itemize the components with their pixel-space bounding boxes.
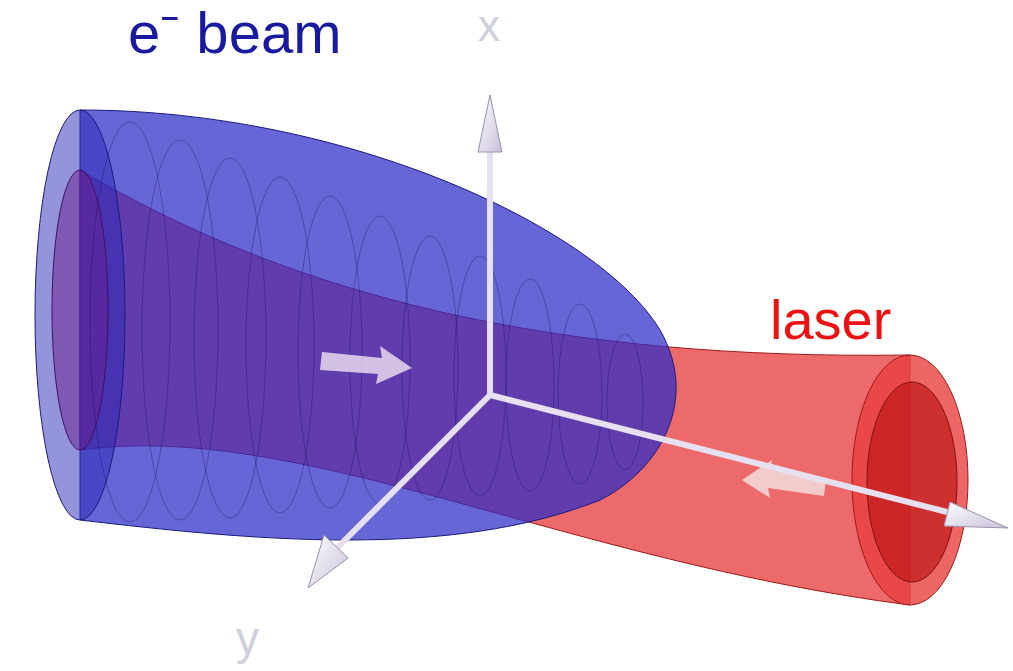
coordinate-axes xyxy=(308,95,1008,588)
laser-end-left xyxy=(52,170,108,450)
axis-label: x xyxy=(478,4,500,48)
beam-label: e⁻ beam xyxy=(128,4,341,62)
electron-beam-envelope xyxy=(80,110,676,540)
laser-label: laser xyxy=(770,292,891,348)
laser-end-inner xyxy=(867,382,957,582)
electron-beam-end xyxy=(35,110,125,520)
laser-end-right xyxy=(852,355,968,605)
beam-grid-rings xyxy=(90,122,643,522)
beam-direction-arrow xyxy=(320,346,412,384)
axis-label: y xyxy=(236,615,259,661)
